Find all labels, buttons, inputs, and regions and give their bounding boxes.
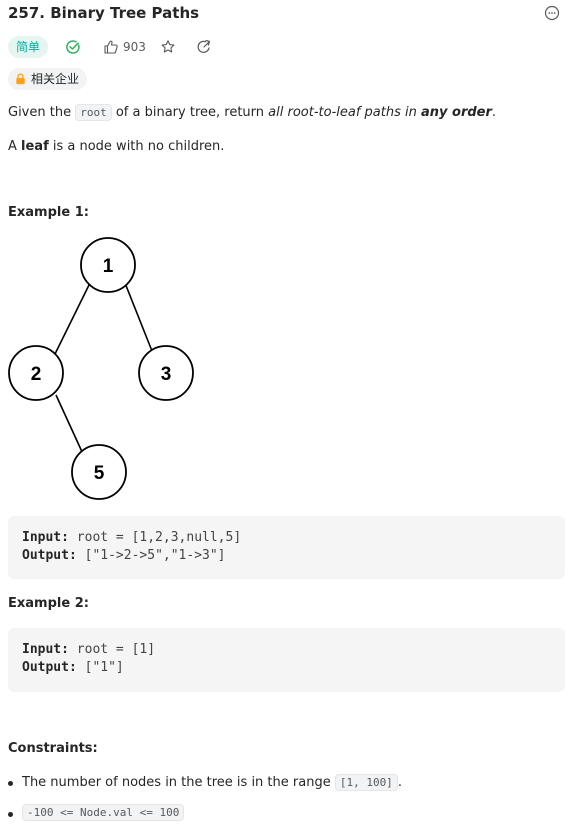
constraint-1: The number of nodes in the tree is in th… xyxy=(22,774,402,791)
svg-text:3: 3 xyxy=(161,364,172,385)
favorite-button[interactable] xyxy=(160,39,176,59)
example-2-heading: Example 2: xyxy=(8,596,89,611)
difficulty-badge: 简单 xyxy=(8,36,49,58)
description-paragraph-1: Given the root of a binary tree, return … xyxy=(8,104,497,121)
share-button[interactable] xyxy=(196,39,212,59)
tree-node-1: 1 xyxy=(80,237,136,293)
tree-node-2: 2 xyxy=(8,345,64,401)
example-2-code-block: Input: root = [1] Output: ["1"] xyxy=(8,628,565,692)
problem-title: 257. Binary Tree Paths xyxy=(8,4,200,22)
svg-text:1: 1 xyxy=(103,256,114,277)
check-circle-icon xyxy=(66,40,80,54)
example-1-heading: Example 1: xyxy=(8,205,89,220)
tree-node-3: 3 xyxy=(138,345,194,401)
example-1-code-block: Input: root = [1,2,3,null,5] Output: ["1… xyxy=(8,516,565,579)
share-icon xyxy=(197,39,211,53)
related-companies-label: 相关企业 xyxy=(31,72,80,86)
constraints-heading: Constraints: xyxy=(8,741,98,756)
star-icon xyxy=(161,40,175,53)
thumbs-up-icon xyxy=(104,40,118,54)
example-1-tree-diagram: 1 2 3 5 xyxy=(8,237,194,500)
tree-edge-1-2 xyxy=(54,282,91,355)
lock-icon xyxy=(16,73,25,85)
more-icon xyxy=(544,5,560,21)
description-paragraph-2: A leaf is a node with no children. xyxy=(8,139,225,154)
tree-node-5: 5 xyxy=(71,444,127,500)
related-companies-tag[interactable]: 相关企业 xyxy=(8,68,88,90)
svg-text:2: 2 xyxy=(31,364,42,385)
svg-text:5: 5 xyxy=(94,463,105,484)
tree-edge-1-3 xyxy=(124,282,153,352)
bullet-dot xyxy=(8,781,13,786)
bullet-dot xyxy=(8,812,13,817)
inline-code-root: root xyxy=(75,104,112,121)
solved-status xyxy=(65,39,81,55)
tree-edge-2-5 xyxy=(55,394,84,455)
more-options-button[interactable] xyxy=(544,5,560,21)
like-count: 903 xyxy=(123,40,146,54)
like-button[interactable]: 903 xyxy=(103,39,146,55)
constraint-2: -100 <= Node.val <= 100 xyxy=(22,804,185,821)
